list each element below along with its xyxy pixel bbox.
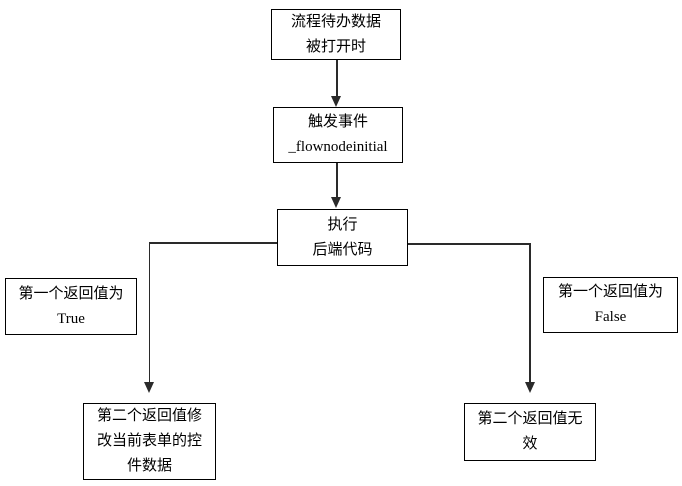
connector-execute-left-horizontal	[149, 242, 277, 244]
flow-node-modify-form-data: 第二个返回值修 改当前表单的控 件数据	[83, 403, 216, 480]
node-text-line: 触发事件	[307, 114, 368, 130]
node-text-line: 第二个返回值修	[96, 408, 202, 424]
branch-label-false: 第一个返回值为 False	[543, 277, 678, 333]
branch-label-true: 第一个返回值为 True	[5, 278, 137, 335]
node-text-line: 第一个返回值为	[18, 285, 124, 302]
node-text-line: 流程待办数据	[290, 13, 381, 30]
arrowhead-trigger-to-execute	[331, 197, 341, 208]
node-text-line: 被打开时	[305, 38, 366, 55]
node-text-line: 后端代码	[312, 241, 373, 258]
node-text-line: 第一个返回值为	[557, 284, 663, 300]
connector-trigger-to-execute	[336, 163, 338, 198]
connector-execute-right-vertical	[529, 243, 531, 383]
node-text-line: 件数据	[126, 458, 172, 474]
node-text-line: False	[594, 309, 627, 325]
connector-execute-left-vertical	[148, 242, 150, 383]
arrowhead-left-branch	[144, 382, 154, 393]
flow-node-trigger-event: 触发事件 _flownodeinitial	[273, 107, 403, 163]
connector-execute-right-horizontal	[408, 243, 530, 245]
flow-node-open-event: 流程待办数据 被打开时	[271, 9, 401, 60]
flow-node-execute-backend: 执行 后端代码	[277, 209, 408, 266]
node-text-line: 执行	[327, 216, 358, 233]
node-text-line: 改当前表单的控	[96, 433, 202, 449]
flow-node-second-return-invalid: 第二个返回值无 效	[464, 403, 596, 461]
arrowhead-open-to-trigger	[331, 96, 341, 107]
connector-open-to-trigger	[336, 60, 338, 98]
node-text-line: 第二个返回值无	[477, 411, 583, 427]
node-text-line: True	[57, 310, 85, 327]
node-text-line: 效	[522, 436, 538, 452]
node-text-line: _flownodeinitial	[288, 139, 388, 155]
arrowhead-right-branch	[524, 382, 535, 393]
